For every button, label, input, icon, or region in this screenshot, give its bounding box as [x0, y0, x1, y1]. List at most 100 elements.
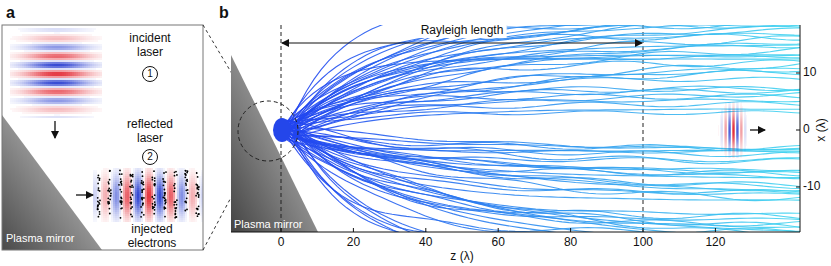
field-cell [68, 74, 70, 76]
field-cell [42, 82, 44, 84]
field-cell [70, 48, 72, 50]
field-cell [44, 66, 46, 68]
field-cell [90, 88, 92, 90]
field-cell [28, 116, 30, 118]
field-cell [70, 96, 72, 98]
field-cell [72, 74, 74, 76]
field-cell [22, 62, 24, 64]
field-cell [36, 72, 38, 74]
field-cell [72, 40, 74, 42]
field-cell [86, 110, 88, 112]
field-cell [78, 94, 80, 96]
field-cell [56, 68, 58, 70]
field-cell [88, 44, 90, 46]
field-cell [84, 102, 86, 104]
field-cell [64, 116, 66, 118]
field-cell [34, 30, 36, 32]
field-cell [169, 170, 171, 172]
field-cell [66, 100, 68, 102]
field-cell [66, 28, 68, 30]
field-cell [94, 90, 96, 92]
field-cell [40, 40, 42, 42]
field-cell [161, 172, 163, 174]
field-cell [70, 94, 72, 96]
field-cell [82, 56, 84, 58]
field-cell [88, 100, 90, 102]
field-cell [88, 106, 90, 108]
field-cell [46, 34, 48, 36]
field-cell [56, 32, 58, 34]
field-cell [36, 62, 38, 64]
field-cell [111, 170, 113, 172]
field-cell [18, 36, 20, 38]
field-cell [58, 102, 60, 104]
field-cell [20, 100, 22, 102]
field-cell [96, 54, 98, 56]
field-cell [46, 70, 48, 72]
field-cell [36, 44, 38, 46]
field-cell [46, 80, 48, 82]
field-cell [96, 72, 98, 74]
field-cell [64, 68, 66, 70]
field-cell [58, 112, 60, 114]
field-cell [56, 36, 58, 38]
field-cell [12, 100, 14, 102]
field-cell [54, 50, 56, 52]
field-cell [66, 48, 68, 50]
field-cell [32, 36, 34, 38]
field-cell [70, 100, 72, 102]
field-cell [10, 74, 12, 76]
field-cell [18, 72, 20, 74]
field-cell [58, 104, 60, 106]
field-cell [100, 108, 102, 110]
field-cell [18, 44, 20, 46]
field-cell [82, 108, 84, 110]
field-cell [84, 58, 86, 60]
field-cell [88, 102, 90, 104]
field-cell [68, 98, 70, 100]
field-cell [153, 174, 155, 176]
field-cell [34, 50, 36, 52]
field-cell [88, 108, 90, 110]
field-cell [82, 48, 84, 50]
field-cell [72, 82, 74, 84]
field-cell [32, 62, 34, 64]
field-cell [96, 108, 98, 110]
field-cell [42, 50, 44, 52]
field-cell [64, 94, 66, 96]
field-cell [70, 44, 72, 46]
field-cell [115, 174, 117, 176]
field-cell [64, 106, 66, 108]
field-cell [70, 58, 72, 60]
field-cell [60, 28, 62, 30]
field-cell [62, 70, 64, 72]
field-cell [58, 40, 60, 42]
field-cell [56, 64, 58, 66]
field-cell [34, 44, 36, 46]
field-cell [80, 38, 82, 40]
field-cell [54, 84, 56, 86]
field-cell [90, 84, 92, 86]
field-cell [171, 174, 173, 176]
field-cell [56, 72, 58, 74]
field-cell [32, 58, 34, 60]
field-cell [20, 110, 22, 112]
field-cell [54, 116, 56, 118]
field-cell [36, 76, 38, 78]
field-cell [28, 100, 30, 102]
field-cell [32, 80, 34, 82]
field-cell [60, 112, 62, 114]
field-cell [62, 52, 64, 54]
field-cell [58, 88, 60, 90]
field-cell [74, 98, 76, 100]
field-cell [78, 38, 80, 40]
field-cell [26, 80, 28, 82]
field-cell [28, 60, 30, 62]
field-cell [84, 30, 86, 32]
field-cell [52, 110, 54, 112]
field-cell [76, 88, 78, 90]
field-cell [32, 92, 34, 94]
field-cell [70, 62, 72, 64]
field-cell [62, 112, 64, 114]
field-cell [50, 60, 52, 62]
